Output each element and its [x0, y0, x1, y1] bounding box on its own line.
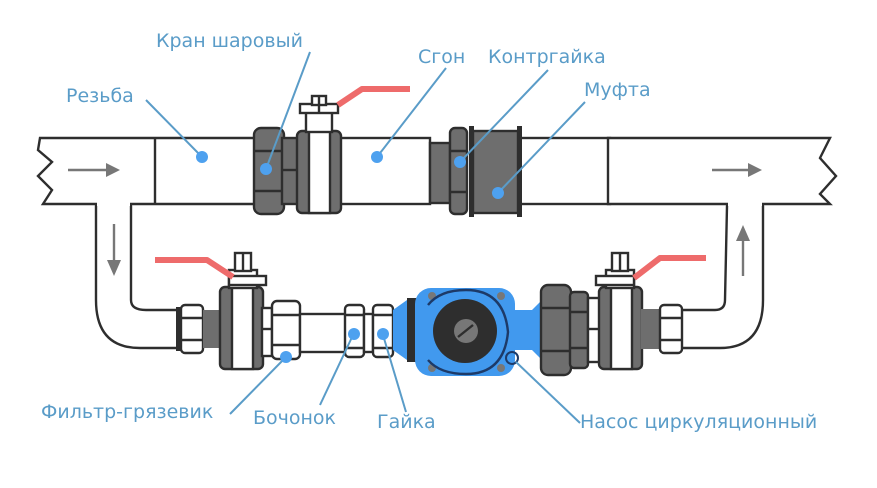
label-thread: Резьба — [66, 85, 134, 107]
bypass-right-elbow — [678, 194, 765, 350]
label-mud-filter: Фильтр-грязевик — [41, 401, 213, 423]
callout-nut — [377, 328, 407, 413]
callout-ball-valve — [260, 51, 311, 175]
marker-dot — [371, 151, 383, 163]
callout-coupling — [492, 101, 586, 199]
marker-dot — [196, 151, 208, 163]
bypass-left-elbow — [94, 194, 182, 350]
label-sgon: Сгон — [418, 46, 465, 68]
callout-sgon — [371, 67, 447, 163]
flow-arrow-down — [107, 224, 121, 276]
marker-dot — [348, 328, 360, 340]
marker-dot — [454, 156, 466, 168]
circulation-pump — [393, 288, 542, 376]
callout-pump — [515, 361, 581, 424]
mud-filter-section — [260, 299, 395, 361]
label-ball-valve: Кран шаровый — [156, 30, 303, 52]
callout-thread — [145, 99, 208, 163]
label-barrel: Бочонок — [253, 407, 336, 429]
flow-arrow-right — [712, 163, 762, 177]
callout-locknut — [454, 69, 549, 168]
callout-mud-filter — [229, 351, 292, 415]
marker-dot — [260, 163, 272, 175]
marker-dot — [492, 187, 504, 199]
marker-dot — [280, 351, 292, 363]
label-circulation-pump: Насос циркуляционный — [580, 411, 817, 433]
label-coupling: Муфта — [584, 79, 651, 101]
label-nut: Гайка — [377, 411, 436, 433]
flow-arrow-up — [736, 225, 750, 276]
sgon-assembly — [428, 126, 522, 217]
top-ball-valve — [252, 86, 410, 216]
flow-arrow-left — [68, 163, 120, 177]
callout-barrel — [319, 328, 360, 406]
marker-dot — [377, 328, 389, 340]
label-locknut: Контргайка — [488, 46, 606, 68]
bottom-left-valve-assembly — [155, 251, 268, 371]
bottom-right-valve-assembly — [539, 251, 706, 377]
